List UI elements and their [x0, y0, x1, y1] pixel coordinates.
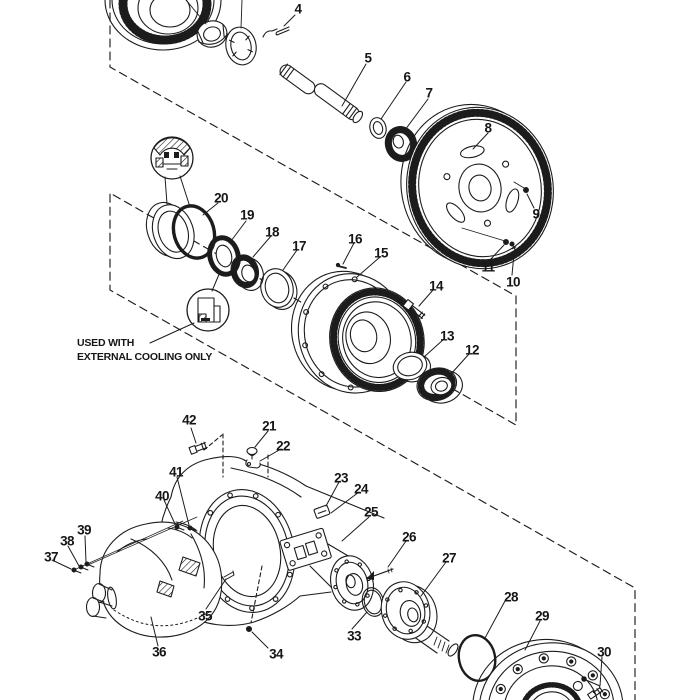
part-28-oring [457, 633, 497, 683]
callout-12: 12 [465, 342, 479, 358]
callout-10: 10 [506, 274, 520, 290]
callout-29: 29 [535, 608, 549, 624]
part-5-shaft [279, 63, 364, 124]
callout-13: 13 [440, 328, 454, 344]
callout-5: 5 [364, 50, 373, 66]
part-30-bolts [581, 676, 604, 700]
part-23-24-plug [313, 504, 331, 519]
detail-inset-cooling-seal-cross-section [186, 288, 230, 332]
callout-19: 19 [240, 207, 254, 223]
offscreen-leader-lines [185, 0, 243, 29]
part-21-vent [246, 446, 258, 460]
part-29-hub [472, 638, 624, 700]
parts-37-38-39-fasteners [71, 516, 198, 574]
callout-33: 33 [347, 628, 361, 644]
part-2-nut [196, 20, 229, 48]
section-borders [109, 0, 636, 700]
callout-27: 27 [442, 550, 456, 566]
callout-22: 22 [276, 438, 290, 454]
callout-40: 40 [155, 488, 169, 504]
part-35-stud [223, 570, 235, 581]
callout-39: 39 [77, 522, 91, 538]
parts-40-41-bolts [174, 524, 198, 532]
callout-23: 23 [334, 470, 348, 486]
callout-34: 34 [269, 646, 283, 662]
callout-30: 30 [597, 644, 611, 660]
note-line-2: EXTERNAL COOLING ONLY [77, 350, 213, 363]
callout-4: 4 [294, 1, 303, 17]
part-13-bearing-cup [392, 351, 432, 383]
callout-35: 35 [198, 608, 212, 624]
yoke [85, 582, 117, 619]
part-42-bolt [188, 441, 208, 455]
callout-leader-lines [51, 14, 603, 687]
callout-16: 16 [348, 231, 362, 247]
part-8-drive-gear [400, 103, 554, 270]
part-9-bolt [513, 181, 529, 193]
callout-26: 26 [402, 529, 416, 545]
part-6-washer [369, 117, 387, 139]
callout-6: 6 [403, 69, 412, 85]
part-16-rivet [335, 262, 347, 269]
part-27-spindle [380, 581, 459, 657]
callout-37: 37 [44, 549, 58, 565]
note-line-1: USED WITH [77, 337, 135, 349]
part-22-fitting [245, 459, 261, 469]
part-3-lock-ring [225, 26, 257, 66]
part-11-fastener [461, 227, 509, 245]
callout-14: 14 [429, 278, 443, 294]
phantom-assembly-lines [203, 433, 269, 624]
callout-41: 41 [169, 464, 183, 480]
callout-20: 20 [214, 190, 228, 206]
callout-28: 28 [504, 589, 518, 605]
part-20-seal-and-oring [145, 201, 217, 260]
part-14-bolt [402, 298, 426, 320]
callout-18: 18 [265, 224, 279, 240]
callout-17: 17 [292, 238, 306, 254]
part-17-ring [260, 268, 298, 310]
detail-inset-seal-cross-section [150, 136, 194, 180]
callout-21: 21 [262, 418, 276, 434]
callout-38: 38 [60, 533, 74, 549]
callout-15: 15 [374, 245, 388, 261]
part-36-differential-assembly [85, 521, 223, 638]
part-4-cotter-pin [262, 26, 290, 38]
part-12-bearing-cone [416, 367, 463, 404]
callout-36: 36 [152, 644, 166, 660]
part-34-plug [245, 625, 253, 633]
callout-7: 7 [425, 85, 434, 101]
callout-25: 25 [364, 504, 378, 520]
callout-42: 42 [182, 412, 196, 428]
external-cooling-note: USED WITH EXTERNAL COOLING ONLY [77, 337, 212, 364]
part-1-bearing-assembly [104, 0, 222, 51]
part-26-stud [366, 567, 394, 580]
callout-9: 9 [532, 206, 541, 222]
part-10-screw [509, 241, 520, 257]
callout-8: 8 [484, 120, 493, 136]
callout-24: 24 [354, 481, 368, 497]
part-7-pinion-gear [384, 126, 418, 162]
part-19-seal [207, 235, 241, 277]
callout-11: 11 [481, 259, 495, 275]
